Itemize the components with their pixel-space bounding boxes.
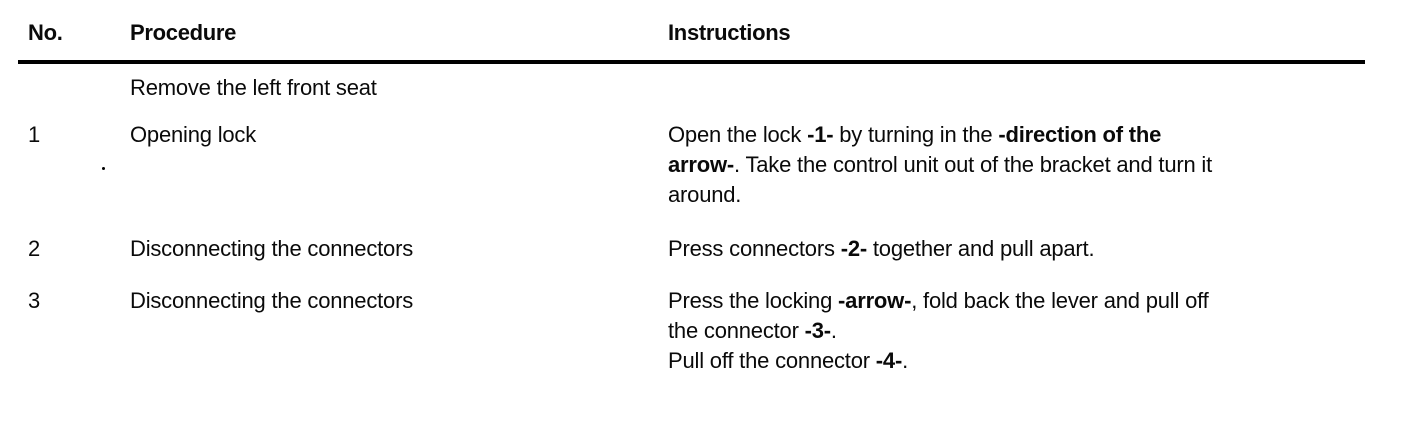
table-row: 2 Disconnecting the connectors Press con… [28, 237, 1380, 261]
instruction-segment: arrow- [668, 152, 735, 177]
scan-speck-artifact [102, 167, 105, 170]
cell-procedure: Opening lock [130, 122, 257, 147]
instruction-line: the connector -3-. [668, 316, 1380, 346]
instruction-segment: the connector [668, 318, 805, 343]
procedure-table: No. Procedure Instructions Remove the le… [18, 0, 1380, 376]
instruction-segment: . [830, 318, 837, 343]
cell-no: 1 [28, 122, 41, 147]
instruction-segment: Press the locking [668, 288, 839, 313]
column-header-no: No. [28, 20, 63, 45]
instruction-line: Press the locking -arrow-, fold back the… [668, 286, 1380, 316]
cell-instructions: Press the locking -arrow-, fold back the… [668, 286, 1380, 376]
instruction-segment: by turning in the [833, 122, 999, 147]
instruction-segment: Open the lock [668, 122, 808, 147]
cell-instructions: Press connectors -2- together and pull a… [668, 237, 1380, 261]
cell-procedure: Remove the left front seat [130, 75, 377, 100]
instruction-segment: together and pull apart. [866, 236, 1095, 261]
cell-procedure: Disconnecting the connectors [130, 236, 414, 261]
instruction-segment: -2- [840, 236, 867, 261]
column-header-procedure: Procedure [130, 20, 237, 45]
instruction-line: Press connectors -2- together and pull a… [668, 237, 1380, 261]
instruction-segment: -direction of the [998, 122, 1162, 147]
cell-no: 3 [28, 288, 41, 313]
table-header-row: No. Procedure Instructions [28, 21, 1380, 45]
cell-procedure: Disconnecting the connectors [130, 288, 414, 313]
instruction-segment: -arrow- [838, 288, 912, 313]
instruction-segment: . Take the control unit out of the brack… [734, 152, 1213, 177]
header-divider-rule [18, 60, 1365, 64]
table-row: Remove the left front seat [28, 76, 1380, 100]
instruction-line: arrow-. Take the control unit out of the… [668, 150, 1380, 180]
instruction-line: around. [668, 180, 1380, 210]
instruction-segment: -4- [875, 348, 903, 373]
column-header-instructions: Instructions [668, 20, 791, 45]
instruction-segment: Pull off the connector [668, 348, 876, 373]
instruction-segment: , fold back the lever and pull off [911, 288, 1209, 313]
instruction-line: Pull off the connector -4-. [668, 346, 1380, 376]
table-row: 1 Opening lock Open the lock -1- by turn… [28, 120, 1380, 210]
instruction-segment: around. [668, 182, 742, 207]
instruction-segment: Press connectors [668, 236, 841, 261]
cell-no: 2 [28, 236, 41, 261]
instruction-line: Open the lock -1- by turning in the -dir… [668, 120, 1380, 150]
instruction-segment: -1- [807, 122, 834, 147]
instruction-segment: . [902, 348, 909, 373]
table-row: 3 Disconnecting the connectors Press the… [28, 286, 1380, 376]
instruction-segment: -3- [804, 318, 831, 343]
cell-instructions: Open the lock -1- by turning in the -dir… [668, 120, 1380, 210]
